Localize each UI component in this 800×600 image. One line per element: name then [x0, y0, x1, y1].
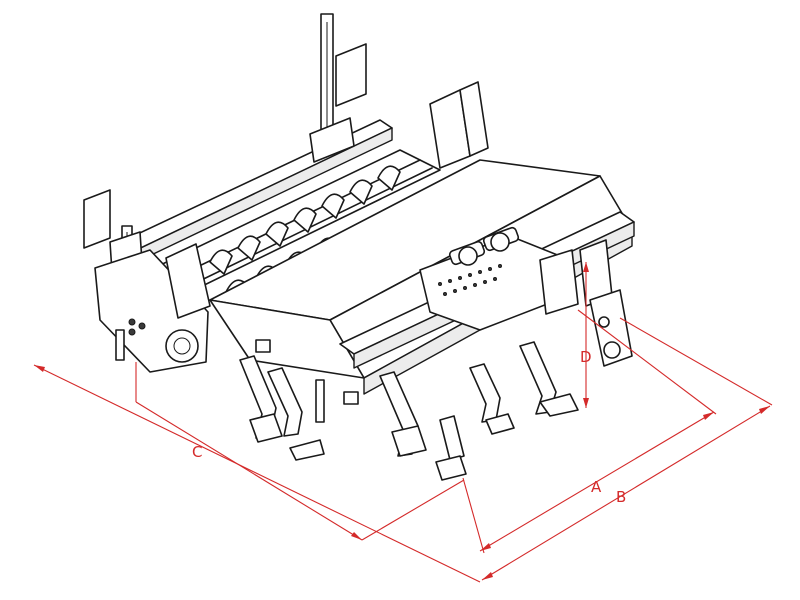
dimension-b — [33, 317, 773, 583]
tine-2 — [267, 367, 325, 461]
tine-3 — [379, 371, 427, 457]
dimension-c — [135, 401, 465, 541]
rear-marker-center — [320, 13, 367, 145]
cultivator-machine-drawing — [83, 13, 635, 481]
tines — [239, 341, 579, 481]
dimension-label-d: D — [580, 348, 592, 366]
dimension-label-a: A — [591, 478, 602, 496]
adjustment-towers — [165, 81, 489, 319]
dimension-label-c: C — [192, 443, 202, 461]
tine-4 — [435, 415, 467, 481]
dimension-a — [462, 309, 717, 554]
hydraulic-cylinders — [448, 226, 520, 266]
tine-1 — [239, 355, 283, 443]
dimension-label-b: B — [616, 488, 626, 506]
tine-6 — [469, 363, 515, 435]
hitch-headstock — [419, 226, 633, 367]
hitch-holes — [438, 264, 502, 296]
rear-frame-beam — [109, 117, 393, 273]
tine-5 — [519, 341, 579, 417]
left-side-plate — [94, 249, 209, 373]
dimension-d — [583, 262, 589, 408]
